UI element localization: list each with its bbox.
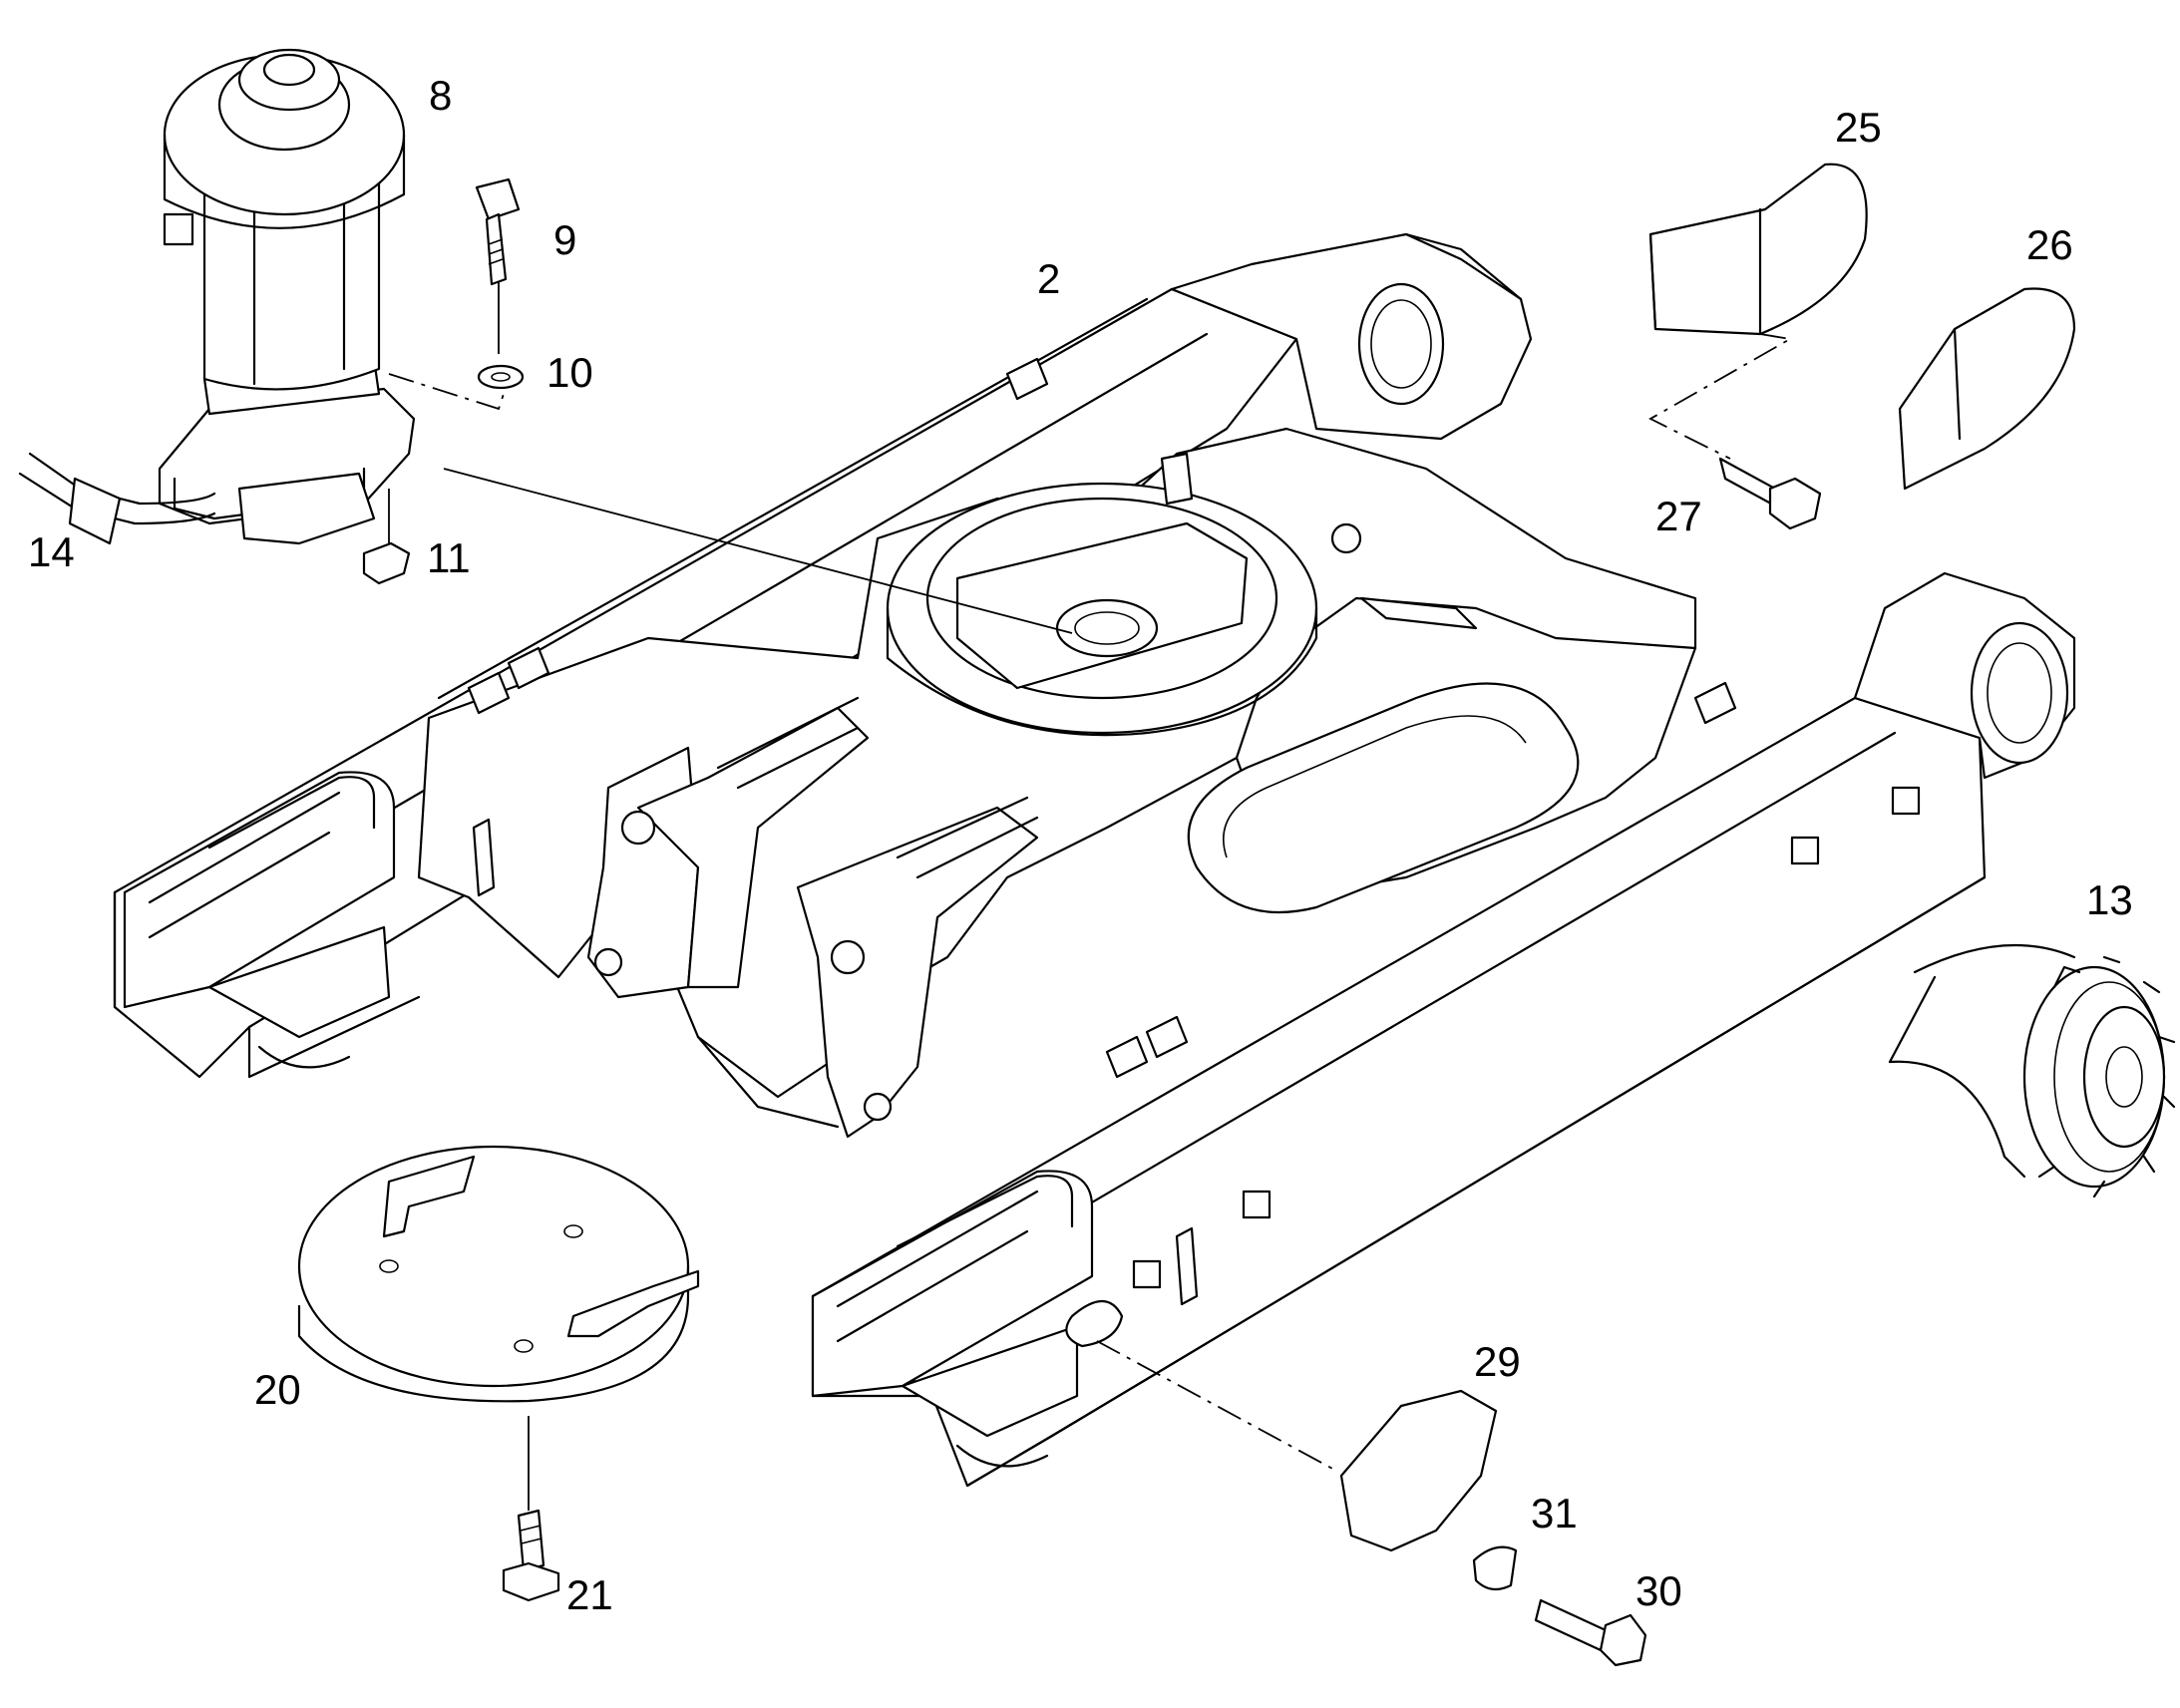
callout-13: 13 bbox=[2086, 876, 2133, 923]
callout-labels: 2 8 9 10 11 13 14 20 21 25 26 27 29 30 3… bbox=[28, 72, 2133, 1618]
callout-26: 26 bbox=[2026, 221, 2073, 268]
rotary-joint bbox=[18, 48, 416, 545]
callout-14: 14 bbox=[28, 528, 75, 575]
bolt-27 bbox=[1718, 457, 1822, 530]
assembly-lines bbox=[388, 282, 1793, 1511]
cover-29 bbox=[1339, 1389, 1498, 1552]
cover-opening bbox=[1065, 1300, 1124, 1348]
center-oval-opening bbox=[1187, 682, 1580, 914]
callout-9: 9 bbox=[553, 216, 576, 263]
beam-brackets bbox=[467, 357, 1921, 1348]
slew-ring bbox=[886, 482, 1318, 737]
front-end-ring bbox=[1970, 621, 2069, 765]
callout-20: 20 bbox=[254, 1366, 301, 1413]
washer-10 bbox=[477, 364, 525, 390]
washer-31 bbox=[1472, 1545, 1518, 1591]
guard-25 bbox=[1648, 163, 1868, 336]
boom-brackets bbox=[586, 696, 1039, 1139]
bolt-21 bbox=[502, 1509, 560, 1602]
callout-29: 29 bbox=[1474, 1338, 1521, 1385]
rear-end-housing bbox=[1170, 232, 1533, 441]
undercarriage-frame bbox=[113, 232, 2076, 1488]
callout-25: 25 bbox=[1835, 104, 1882, 151]
bolt-30 bbox=[1534, 1598, 1647, 1667]
nut-11 bbox=[362, 541, 411, 585]
callout-8: 8 bbox=[429, 72, 452, 119]
callout-2: 2 bbox=[1037, 255, 1060, 302]
callout-30: 30 bbox=[1635, 1567, 1682, 1614]
callout-31: 31 bbox=[1531, 1490, 1578, 1537]
rear-idler-slot bbox=[123, 771, 396, 1069]
bolt-9 bbox=[475, 177, 521, 286]
cover-plate-20 bbox=[297, 1145, 700, 1403]
front-idler-slot bbox=[811, 1170, 1094, 1468]
callout-21: 21 bbox=[566, 1571, 613, 1618]
guard-26 bbox=[1898, 287, 2076, 491]
callout-27: 27 bbox=[1655, 493, 1702, 539]
center-hub bbox=[1055, 598, 1159, 658]
drive-sprocket bbox=[1888, 943, 2176, 1198]
callout-11: 11 bbox=[427, 534, 471, 581]
callout-10: 10 bbox=[546, 349, 593, 396]
